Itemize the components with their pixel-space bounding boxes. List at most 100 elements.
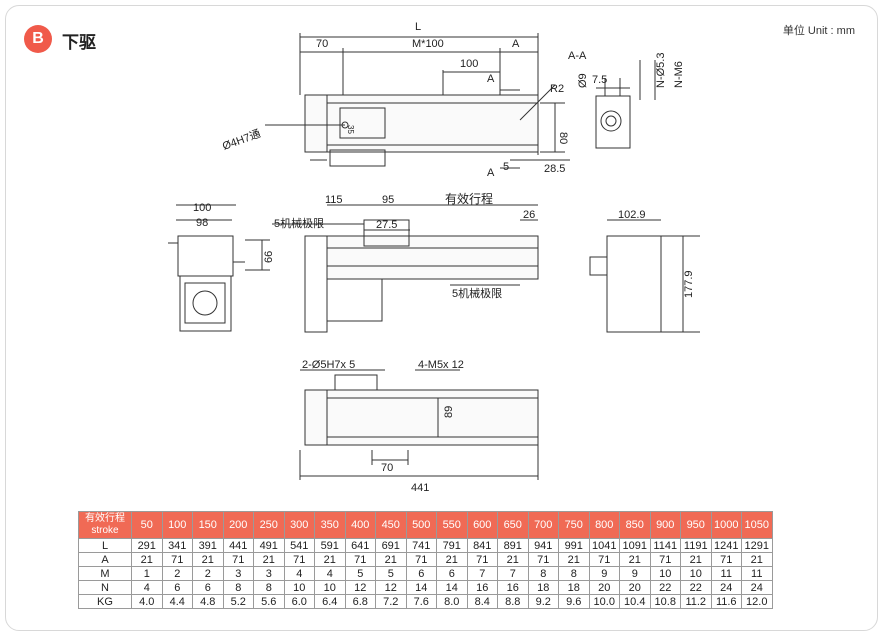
table-cell: 18 <box>527 580 559 595</box>
table-cell: 16 <box>497 580 529 595</box>
row-label: N <box>78 580 132 595</box>
table-cell: 2 <box>161 566 193 581</box>
table-cell: 1191 <box>680 538 712 553</box>
table-cell: 6 <box>405 566 437 581</box>
table-cell: 9 <box>619 566 651 581</box>
table-cell: 791 <box>436 538 468 553</box>
stroke-column-header: 900 <box>649 511 681 539</box>
table-cell: 11.2 <box>680 594 712 609</box>
table-cell: 4 <box>314 566 346 581</box>
table-cell: 10.0 <box>588 594 620 609</box>
table-cell: 491 <box>253 538 285 553</box>
table-cell: 11 <box>741 566 773 581</box>
dim-441: 441 <box>411 482 429 494</box>
stroke-column-header: 350 <box>314 511 346 539</box>
row-label: M <box>78 566 132 581</box>
table-cell: 1091 <box>619 538 651 553</box>
table-cell: 71 <box>283 552 315 567</box>
table-cell: 71 <box>710 552 742 567</box>
table-cell: 21 <box>314 552 346 567</box>
table-cell: 21 <box>497 552 529 567</box>
table-cell: 71 <box>588 552 620 567</box>
table-cell: 641 <box>344 538 376 553</box>
table-cell: 4.4 <box>161 594 193 609</box>
table-cell: 21 <box>253 552 285 567</box>
unit-label: 单位 Unit : mm <box>782 25 855 37</box>
stroke-column-header: 1000 <box>710 511 742 539</box>
threads-label: 4-M5x 12 <box>418 359 464 371</box>
table-cell: 9.6 <box>558 594 590 609</box>
dim-L: L <box>415 21 421 33</box>
table-cell: 12 <box>375 580 407 595</box>
table-cell: 2 <box>192 566 224 581</box>
table-cell: 6 <box>161 580 193 595</box>
table-cell: 8 <box>558 566 590 581</box>
dim-bottom-70: 70 <box>381 462 393 474</box>
dim-102-9: 102.9 <box>618 209 646 221</box>
table-cell: 9.2 <box>527 594 559 609</box>
dim-80: 80 <box>557 132 569 144</box>
table-cell: 7 <box>497 566 529 581</box>
table-cell: 8.0 <box>436 594 468 609</box>
section-badge: B <box>24 25 52 53</box>
dim-7-5: 7.5 <box>592 74 607 86</box>
end-view <box>168 204 270 332</box>
hole-label: Ø4H7通 <box>221 127 263 153</box>
right-view <box>589 219 700 333</box>
table-cell: 18 <box>558 580 590 595</box>
table-cell: 441 <box>222 538 254 553</box>
row-label: A <box>78 552 132 567</box>
table-cell: 6.4 <box>314 594 346 609</box>
table-cell: 71 <box>344 552 376 567</box>
table-cell: 341 <box>161 538 193 553</box>
table-cell: 4 <box>131 580 163 595</box>
table-cell: 891 <box>497 538 529 553</box>
dim-end-66: 66 <box>263 251 275 263</box>
table-cell: 3 <box>253 566 285 581</box>
table-cell: 22 <box>680 580 712 595</box>
dim-d9: Ø9 <box>577 73 589 88</box>
table-cell: 20 <box>619 580 651 595</box>
dim-m100: M*100 <box>412 38 444 50</box>
stroke-column-header: 750 <box>558 511 590 539</box>
table-cell: 10.4 <box>619 594 651 609</box>
table-cell: 71 <box>222 552 254 567</box>
table-cell: 21 <box>680 552 712 567</box>
table-cell: 6 <box>192 580 224 595</box>
table-cell: 10 <box>283 580 315 595</box>
dim-5: 5 <box>503 161 509 173</box>
table-cell: 5.2 <box>222 594 254 609</box>
stroke-column-header: 550 <box>436 511 468 539</box>
table-cell: 991 <box>558 538 590 553</box>
table-cell: 391 <box>192 538 224 553</box>
dim-n53: N-Ø5.3 <box>655 53 667 88</box>
table-cell: 591 <box>314 538 346 553</box>
table-cell: 8 <box>527 566 559 581</box>
stroke-column-header: 250 <box>253 511 285 539</box>
dim-end-100: 100 <box>193 202 211 214</box>
table-cell: 22 <box>649 580 681 595</box>
table-cell: 1291 <box>741 538 773 553</box>
stroke-column-header: 800 <box>588 511 620 539</box>
side-view <box>272 204 539 333</box>
dim-100: 100 <box>460 58 478 70</box>
section-label: A-A <box>568 50 587 62</box>
table-cell: 1 <box>131 566 163 581</box>
table-cell: 6.8 <box>344 594 376 609</box>
table-cell: 71 <box>405 552 437 567</box>
stroke-header-en: stroke <box>91 525 119 536</box>
table-cell: 24 <box>710 580 742 595</box>
section-view <box>595 60 656 149</box>
table-cell: 1041 <box>588 538 620 553</box>
table-cell: 8.4 <box>466 594 498 609</box>
stroke-column-header: 200 <box>222 511 254 539</box>
stroke-column-header: 600 <box>466 511 498 539</box>
row-label: L <box>78 538 132 553</box>
pins-label: 2-Ø5H7x 5 <box>302 359 355 371</box>
dim-89: 89 <box>443 406 455 418</box>
table-cell: 12 <box>344 580 376 595</box>
table-cell: 16 <box>466 580 498 595</box>
